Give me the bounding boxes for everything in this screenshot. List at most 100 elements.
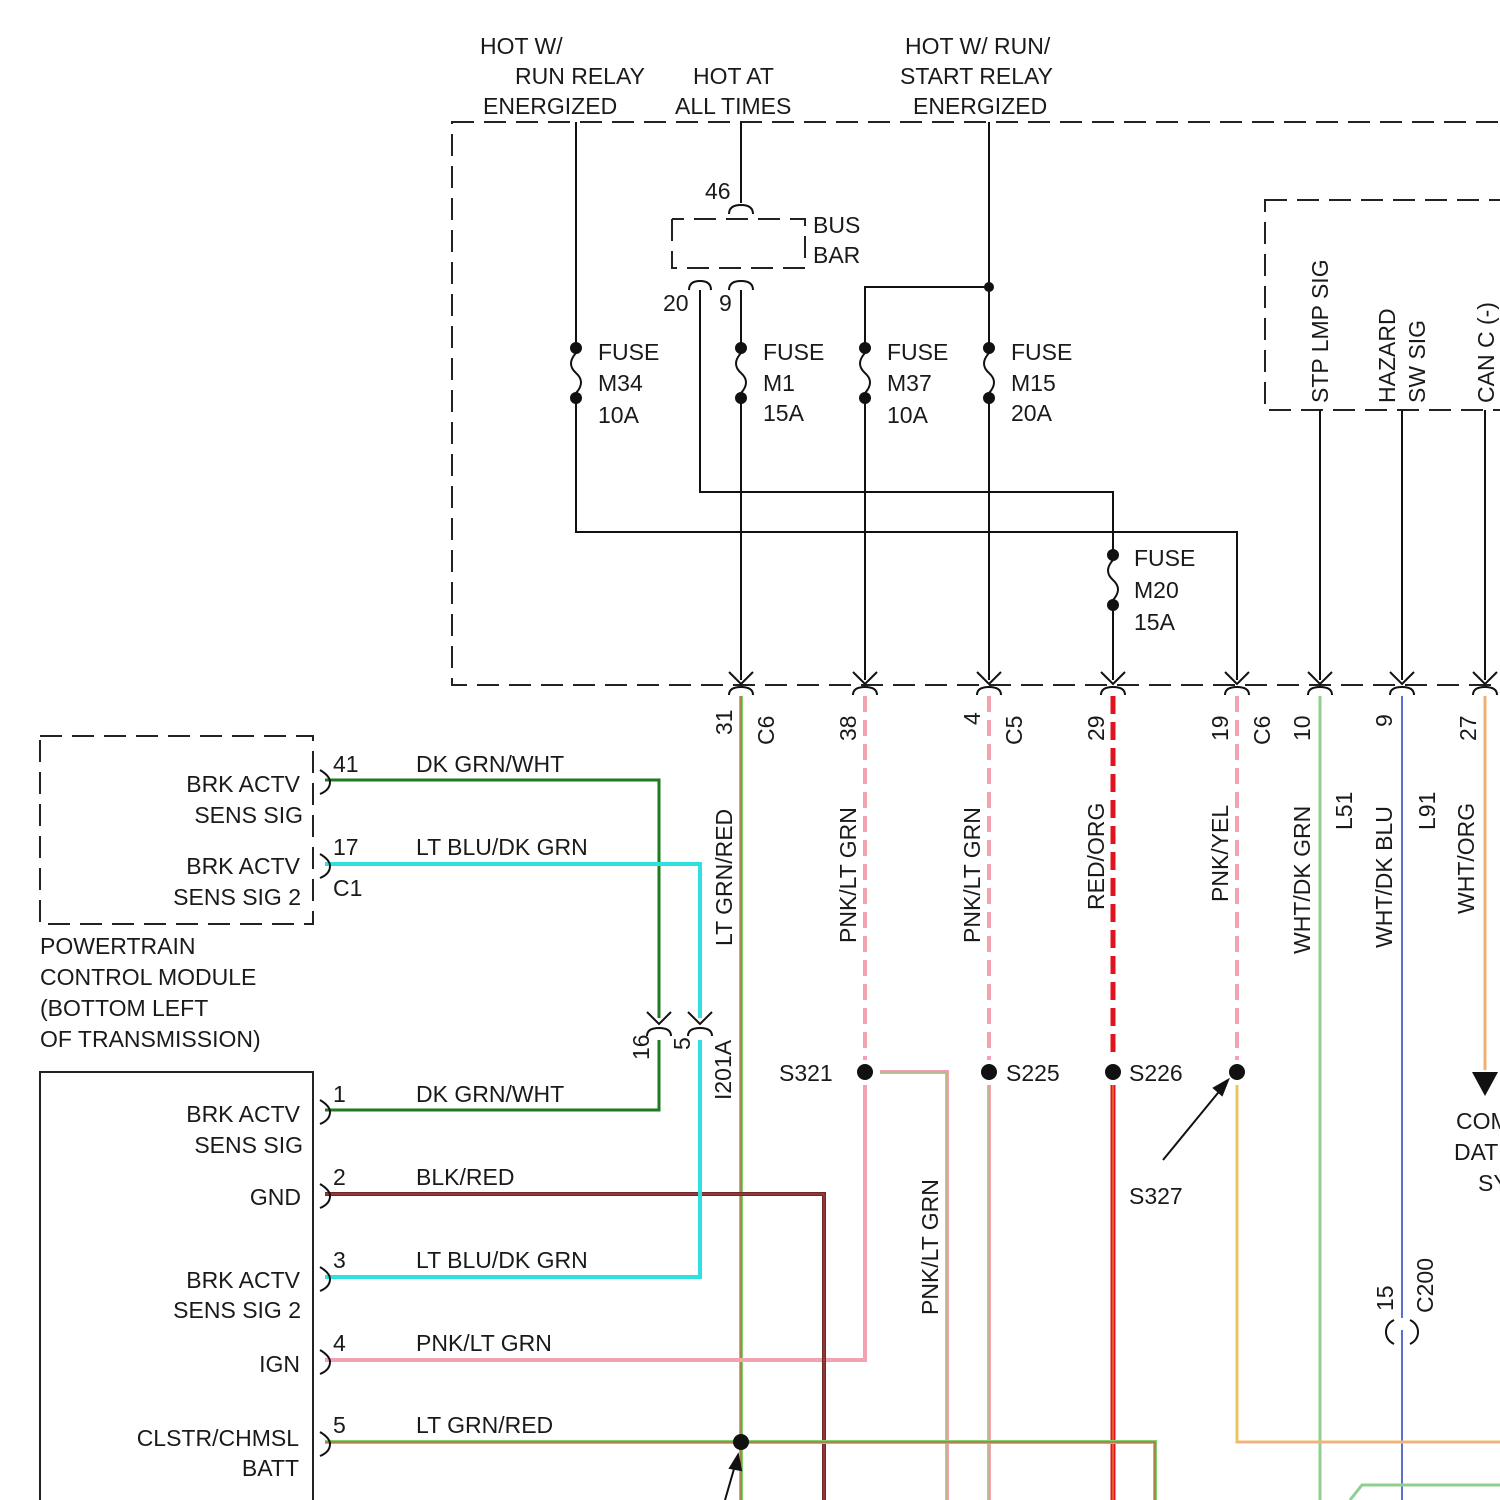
pin-10: 10: [1289, 715, 1315, 741]
sw-clstr-l1: CLSTR/CHMSL: [137, 1425, 300, 1451]
pcm-sig1-l2: SENS SIG: [194, 802, 303, 828]
bus-bar-pin-a: 20: [663, 290, 689, 316]
fuse-m37-l2: M37: [887, 370, 932, 396]
sw-pin-2: 2: [333, 1164, 346, 1190]
sw-pin-1: 1: [333, 1081, 346, 1107]
sw-wire-3: LT BLU/DK GRN: [416, 1247, 588, 1273]
fuse-m20-icon: [1108, 550, 1118, 610]
sw-ign: IGN: [259, 1351, 300, 1377]
sw-wire-5: LT GRN/RED: [416, 1412, 553, 1438]
bus-bar-pin-b: 9: [719, 290, 732, 316]
connector-c5: C5: [1001, 716, 1027, 745]
sw-gnd: GND: [250, 1184, 301, 1210]
fuse-m34-icon: [571, 343, 581, 403]
connector-c6-b: C6: [1249, 716, 1275, 745]
data-bus-l2: DAT: [1454, 1139, 1498, 1165]
circuit-l91: L91: [1414, 792, 1440, 830]
wire-lt-blu-dk-grn-sw: [325, 1040, 700, 1277]
source-labels: HOT W/ RUN RELAY ENERGIZED HOT AT ALL TI…: [480, 33, 1053, 119]
pcm-pin-17: 17: [333, 834, 359, 860]
fuse-m37-icon: [860, 343, 870, 403]
wire-lt-blu-dk-grn-pcm: [325, 864, 700, 1018]
bus-bar-label-2: BAR: [813, 242, 860, 268]
sw-sig-label: SW SIG: [1404, 320, 1430, 403]
connector-c6-a: C6: [753, 716, 779, 745]
fuse-m34-l2: M34: [598, 370, 643, 396]
fuse-m37-l3: 10A: [887, 402, 929, 428]
splice-s225: S225: [1006, 1060, 1060, 1086]
run-start-line-3: ENERGIZED: [913, 93, 1047, 119]
bus-bar-outline: [672, 219, 805, 268]
wire-label-wht-dk-blu: WHT/DK BLU: [1371, 806, 1397, 948]
run-relay-line-1: HOT W/: [480, 33, 563, 59]
splice-s226: S226: [1129, 1060, 1183, 1086]
pcm-wire-1: DK GRN/WHT: [416, 751, 564, 777]
sw-wire-2: BLK/RED: [416, 1164, 514, 1190]
pcm-connector-c1: C1: [333, 875, 362, 901]
fuse-m15-l1: FUSE: [1011, 339, 1072, 365]
bus-bar-label-1: BUS: [813, 212, 860, 238]
bus-bar-labels: BUS BAR 46 20 9: [663, 178, 860, 316]
fuse-m15-icon: [984, 343, 994, 403]
pin-31: 31: [711, 709, 737, 735]
wire-label-lt-grn-red: LT GRN/RED: [711, 809, 737, 946]
splice-s327: S327: [1129, 1183, 1183, 1209]
data-bus-l3: SY: [1478, 1170, 1500, 1196]
vertical-pnk-lt-grn: PNK/LT GRN: [917, 1179, 943, 1315]
fuse-m1-l1: FUSE: [763, 339, 824, 365]
wire-label-pnk-yel: PNK/YEL: [1207, 805, 1233, 902]
run-relay-line-2: RUN RELAY: [515, 63, 645, 89]
pcm-sig2-l1: BRK ACTV: [186, 853, 300, 879]
fuse-m15-l3: 20A: [1011, 400, 1053, 426]
all-times-line-2: ALL TIMES: [675, 93, 791, 119]
misc-labels: PNK/LT GRN 15 C200 COM DAT SY: [917, 1108, 1500, 1315]
fuse-m20-l3: 15A: [1134, 609, 1176, 635]
inline-connector-labels: 16 5 I201A: [628, 1034, 736, 1100]
wire-label-red-org: RED/ORG: [1083, 803, 1109, 910]
fuse-m20-l2: M20: [1134, 577, 1179, 603]
stp-lmp-sig: STP LMP SIG: [1307, 259, 1333, 403]
pcm-sig2-l2: SENS SIG 2: [173, 884, 301, 910]
fuse-m1-l2: M1: [763, 370, 795, 396]
sw-pin-4: 4: [333, 1330, 346, 1356]
splice-s321: S321: [779, 1060, 833, 1086]
inline-connector-i201a: [647, 1012, 712, 1036]
inline-pin-16: 16: [628, 1034, 654, 1060]
wire-dk-grn-wht-pcm: [325, 780, 659, 1018]
pcm-sig1-l1: BRK ACTV: [186, 771, 300, 797]
wire-label-wht-org: WHT/ORG: [1453, 803, 1479, 914]
harness-pin-labels: 31 38 4 29 19 10 9 27 C6 C5 C6: [711, 709, 1481, 745]
bus-node: [984, 282, 994, 292]
fuse-m34-l1: FUSE: [598, 339, 659, 365]
sw-sig2-l1: BRK ACTV: [186, 1267, 300, 1293]
run-relay-line-3: ENERGIZED: [483, 93, 617, 119]
sw-sig1-l2: SENS SIG: [194, 1132, 303, 1158]
inline-connector-name: I201A: [710, 1039, 736, 1100]
wire-label-pnk-lt-grn-a: PNK/LT GRN: [835, 807, 861, 943]
bus-bar-pin-in: 46: [705, 178, 731, 204]
fuse-m37-l1: FUSE: [887, 339, 948, 365]
inline-pin-5: 5: [669, 1037, 695, 1050]
sw-sig2-l2: SENS SIG 2: [173, 1297, 301, 1323]
pcm-pin-41: 41: [333, 751, 359, 777]
pin-4: 4: [959, 712, 985, 725]
fuse-m15-l2: M15: [1011, 370, 1056, 396]
data-bus-l1: COM: [1456, 1108, 1500, 1134]
wire-label-wht-dk-grn: WHT/DK GRN: [1289, 806, 1315, 954]
fuse-m1-l3: 15A: [763, 400, 805, 426]
pcm-name-1: POWERTRAIN: [40, 933, 195, 959]
pin-19: 19: [1207, 715, 1233, 741]
pin-38: 38: [835, 715, 861, 741]
fuse-m20-l1: FUSE: [1134, 545, 1195, 571]
fuse-m1-icon: [736, 343, 746, 403]
hazard-label: HAZARD: [1374, 308, 1400, 403]
splice-labels: S321 S225 S226 S327: [779, 1060, 1183, 1209]
harness-wire-labels: LT GRN/RED PNK/LT GRN PNK/LT GRN RED/ORG…: [711, 792, 1479, 954]
sw-pin-5: 5: [333, 1412, 346, 1438]
sw-clstr-l2: BATT: [242, 1455, 299, 1481]
can-c-label: CAN C (-): [1473, 302, 1499, 403]
c200-name: C200: [1412, 1258, 1438, 1313]
pcm-name-2: CONTROL MODULE: [40, 964, 256, 990]
pin-29: 29: [1083, 715, 1109, 741]
